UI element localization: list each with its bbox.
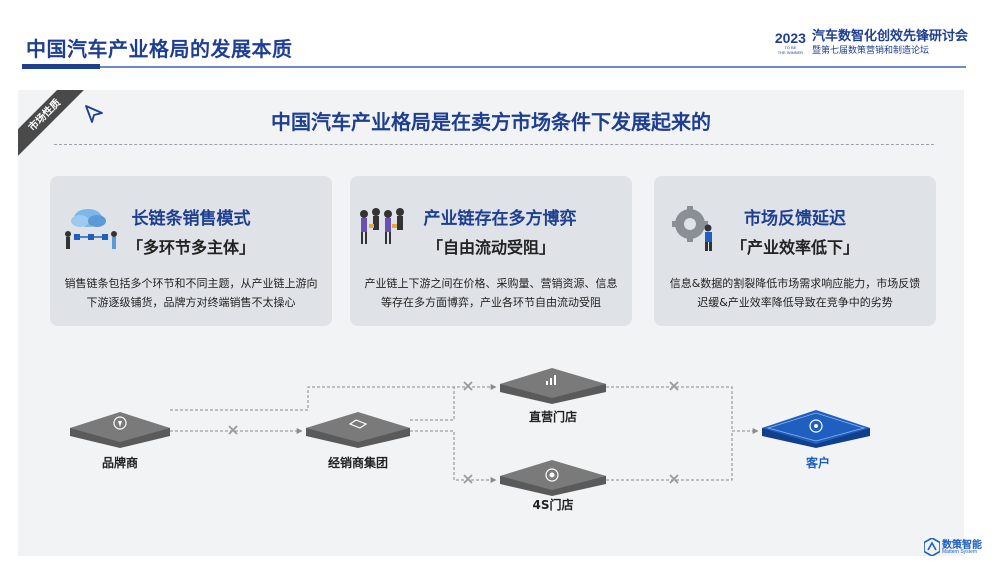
node-label-dealer: 经销商集团 — [327, 456, 388, 470]
card-subtitle: 「多环节多主体」 — [126, 238, 255, 257]
cross-icon — [669, 474, 679, 484]
brand-line-1: 汽车数智化创效先锋研讨会 — [811, 28, 968, 44]
content-panel: 市场性质 中国汽车产业格局是在卖方市场条件下发展起来的 长链条销售模式 「多环节… — [18, 90, 964, 556]
card-subtitle: 「产业效率低下」 — [730, 238, 859, 257]
node-label-direct: 直营门店 — [528, 410, 577, 424]
handshake-icon — [348, 419, 368, 429]
card-title: 长链条销售模式 — [131, 209, 251, 229]
edge-dealer-4s — [410, 430, 497, 483]
node-label-customer: 客户 — [805, 456, 830, 470]
card-market-feedback: 市场反馈延迟 「产业效率低下」 信息&数据的割裂降低市场需求响应能力，市场反馈迟… — [654, 176, 936, 326]
logo-mark-icon — [924, 538, 940, 556]
brand-line-2: 暨第七届数策营销和制造论坛 — [811, 45, 929, 56]
title-underline — [100, 66, 966, 68]
brand-year-block: 2023 TO BE THE WINNER — [775, 31, 806, 55]
cross-icon — [463, 474, 473, 484]
edge-4s-customer — [606, 431, 733, 481]
event-brand: 2023 TO BE THE WINNER 汽车数智化创效先锋研讨会 暨第七届数… — [775, 26, 968, 60]
title-underline-accent — [22, 64, 100, 69]
node-label-brand: 品牌商 — [101, 456, 138, 470]
node-4s — [500, 460, 606, 496]
cross-icon — [669, 381, 679, 391]
headline: 中国汽车产业格局是在卖方市场条件下发展起来的 — [271, 110, 711, 134]
gear-icon — [809, 419, 823, 433]
edge-brand-direct — [170, 384, 497, 411]
blocked-marks — [228, 381, 679, 484]
cloud-people-icon — [65, 209, 117, 249]
team-people-icon — [360, 208, 404, 244]
gear-person-icon — [672, 206, 712, 251]
logo-text: 数策智能 — [942, 540, 982, 551]
brand-tag-2: THE WINNER — [777, 50, 804, 55]
card-multiparty-game: 产业链存在多方博弈 「自由流动受阻」 产业链上下游之间在价格、采购量、营销资源、… — [350, 176, 632, 326]
brand-text-block: 汽车数智化创效先锋研讨会 暨第七届数策营销和制造论坛 — [812, 29, 968, 58]
card-title: 产业链存在多方博弈 — [423, 209, 577, 229]
channel-flow-diagram — [70, 368, 870, 496]
card-text: 产业链上下游之间在价格、采购量、营销资源、信息等存在多方面博弈，产业各环节自由流… — [364, 277, 618, 309]
node-direct — [500, 368, 606, 404]
cross-icon — [228, 425, 238, 435]
bar-chart-icon — [546, 375, 556, 385]
target-icon — [545, 468, 559, 482]
card-text: 销售链条包括多个环节和不同主题，从产业链上游向下游逐级铺货，品牌方对终端销售不太… — [64, 277, 318, 309]
brand-tag-1: TO BE — [784, 45, 797, 50]
node-customer — [762, 410, 870, 448]
card-subtitle: 「自由流动受阻」 — [426, 238, 555, 257]
logo-subtext: Mattern System — [942, 549, 978, 555]
company-logo: 数策智能 Mattern System — [924, 536, 984, 560]
page-title: 中国汽车产业格局的发展本质 — [26, 37, 293, 61]
edge-dealer-direct — [410, 387, 455, 421]
card-text: 信息&数据的割裂降低市场需求响应能力，市场反馈迟缓&产业效率降低导致在竞争中的劣… — [669, 277, 921, 309]
node-label-4s: 4S门店 — [532, 498, 574, 512]
card-long-chain: 长链条销售模式 「多环节多主体」 销售链条包括多个环节和不同主题，从产业链上游向… — [50, 176, 332, 326]
node-dealer — [306, 412, 410, 448]
cross-icon — [463, 381, 473, 391]
person-tie-icon — [113, 416, 127, 430]
brand-year: 2023 — [774, 30, 806, 46]
divider — [54, 144, 934, 145]
pointer-icon — [85, 105, 103, 123]
card-title: 市场反馈延迟 — [744, 209, 846, 229]
edge-direct-customer — [606, 386, 759, 434]
node-brand — [70, 412, 170, 448]
